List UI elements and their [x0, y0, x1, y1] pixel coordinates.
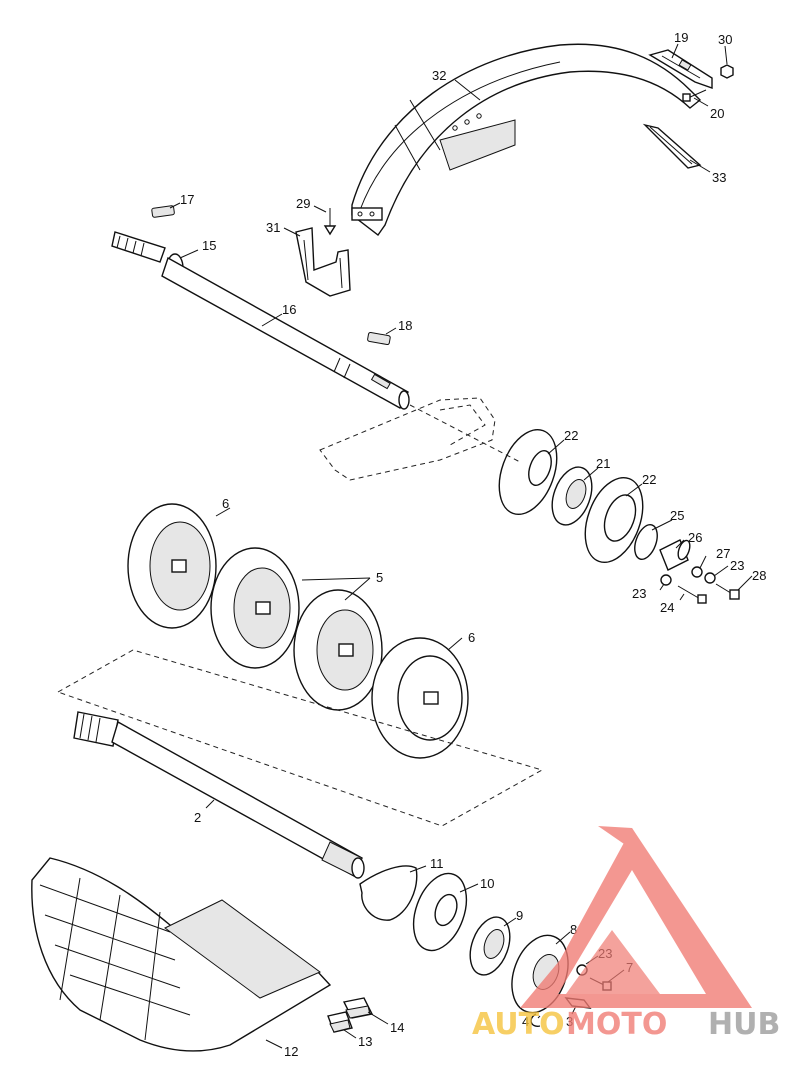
part-20-bolt: [682, 89, 707, 102]
callout-32: 32: [432, 68, 446, 83]
callout-33: 33: [712, 170, 726, 185]
part-16-drive-axle: [161, 256, 410, 410]
callout-19: 19: [674, 30, 688, 45]
part-19-bracket: [648, 49, 713, 89]
part-12-track: [31, 857, 332, 1052]
part-17-key: [151, 205, 175, 218]
part-31-clip: [295, 227, 351, 297]
watermark-text-moto: MOTO: [566, 1007, 667, 1042]
part-5-sprocket-b: [293, 589, 383, 711]
callout-28: 28: [752, 568, 766, 583]
callout-11: 11: [430, 856, 444, 871]
callout-23a: 23: [730, 558, 744, 573]
callout-21: 21: [596, 456, 610, 471]
callout-23b: 23: [632, 586, 646, 601]
part-30-nut: [720, 64, 734, 79]
callout-5: 5: [376, 570, 383, 585]
part-6-sprocket-drum-b: [371, 637, 469, 759]
callout-25: 25: [670, 508, 684, 523]
watermark-text-hub: HUB: [708, 1007, 780, 1042]
callout-20: 20: [710, 106, 724, 121]
callout-29: 29: [296, 196, 310, 211]
callout-16: 16: [282, 302, 296, 317]
callout-3: 3: [566, 1014, 573, 1029]
part-32-track-guard: [351, 43, 702, 237]
part-13-clip: [327, 1011, 353, 1033]
part-10-bearing-flange: [412, 872, 468, 952]
callout-2: 2: [194, 810, 201, 825]
part-5-sprocket-a: [210, 547, 300, 669]
callout-4: 4: [522, 1014, 529, 1029]
part-9-bearing: [469, 916, 511, 976]
callout-13: 13: [358, 1034, 372, 1049]
part-29-rivet: [323, 208, 337, 236]
callout-6b: 6: [468, 630, 475, 645]
chaincase-outline: [319, 397, 496, 481]
callout-14: 14: [390, 1020, 404, 1035]
part-6-sprocket-drum-a: [127, 503, 217, 629]
watermark-triangle-icon: [520, 828, 752, 1008]
callout-31: 31: [266, 220, 280, 235]
part-26-spacer: [659, 539, 691, 571]
callout-8: 8: [570, 922, 577, 937]
callout-15: 15: [202, 238, 216, 253]
part-23-washer-b: [660, 574, 672, 586]
callout-6a: 6: [222, 496, 229, 511]
part-2-drive-axle: [73, 711, 365, 879]
part-22-bearing-flange-a: [498, 429, 558, 515]
callout-24: 24: [660, 600, 674, 615]
part-11-retainer: [359, 865, 418, 921]
callout-9: 9: [516, 908, 523, 923]
part-24-screw: [677, 585, 707, 604]
callout-22b: 22: [642, 472, 656, 487]
part-4-clip: [530, 1013, 541, 1027]
callout-labels: 32 19 30 20 33 17 15 29 31 16 18 22 21 2…: [180, 30, 766, 1059]
sprocket-axis-outline: [56, 649, 544, 827]
part-22-bearing-flange-b: [584, 477, 644, 563]
callout-17: 17: [180, 192, 194, 207]
callout-22a: 22: [564, 428, 578, 443]
watermark-text-auto: AUTO: [472, 1007, 565, 1042]
watermark-logo: AUTO MOTO HUB: [472, 826, 780, 1042]
part-28-bolt: [715, 583, 740, 600]
callout-27: 27: [716, 546, 730, 561]
part-14-clip: [342, 997, 374, 1019]
callout-12: 12: [284, 1044, 298, 1059]
part-23-washer-a: [704, 572, 716, 584]
part-25-washer: [634, 524, 658, 560]
callout-30: 30: [718, 32, 732, 47]
part-21-bearing: [551, 466, 593, 526]
callout-18: 18: [398, 318, 412, 333]
callout-10: 10: [480, 876, 494, 891]
part-18-key: [367, 331, 391, 346]
callout-26: 26: [688, 530, 702, 545]
part-27-washer: [691, 566, 703, 578]
